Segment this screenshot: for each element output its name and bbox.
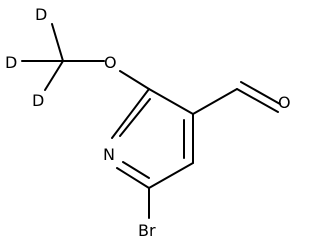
chemical-structure-diagram: D D D O N O Br (5, 5, 291, 240)
atom-d-top: D (35, 5, 47, 24)
bond-c-d-bottom (44, 60, 64, 91)
atom-d-left: D (5, 53, 17, 72)
atom-o-ether: O (104, 53, 117, 72)
atom-o-aldehyde: O (278, 93, 291, 112)
atom-n-ring: N (103, 145, 115, 164)
bond-o-c2 (119, 70, 150, 90)
bond-c4-c5 (148, 162, 194, 189)
bond-cho-o (236, 88, 279, 113)
atom-labels: D D D O N O Br (5, 5, 291, 240)
bond-n-c2-inner (119, 98, 151, 137)
bond-c5-c6-inner (122, 161, 150, 179)
bond-c2-c3 (148, 88, 194, 115)
bond-c3-cho (192, 88, 238, 115)
bond-cho-o-double (240, 81, 281, 105)
bond-c-d-top (51, 23, 64, 62)
atom-d-bottom: D (32, 91, 44, 110)
bond-n-c2 (111, 88, 150, 139)
bond-c5-c6 (116, 167, 150, 189)
bond-lines (21, 23, 281, 219)
atom-br: Br (138, 221, 156, 240)
